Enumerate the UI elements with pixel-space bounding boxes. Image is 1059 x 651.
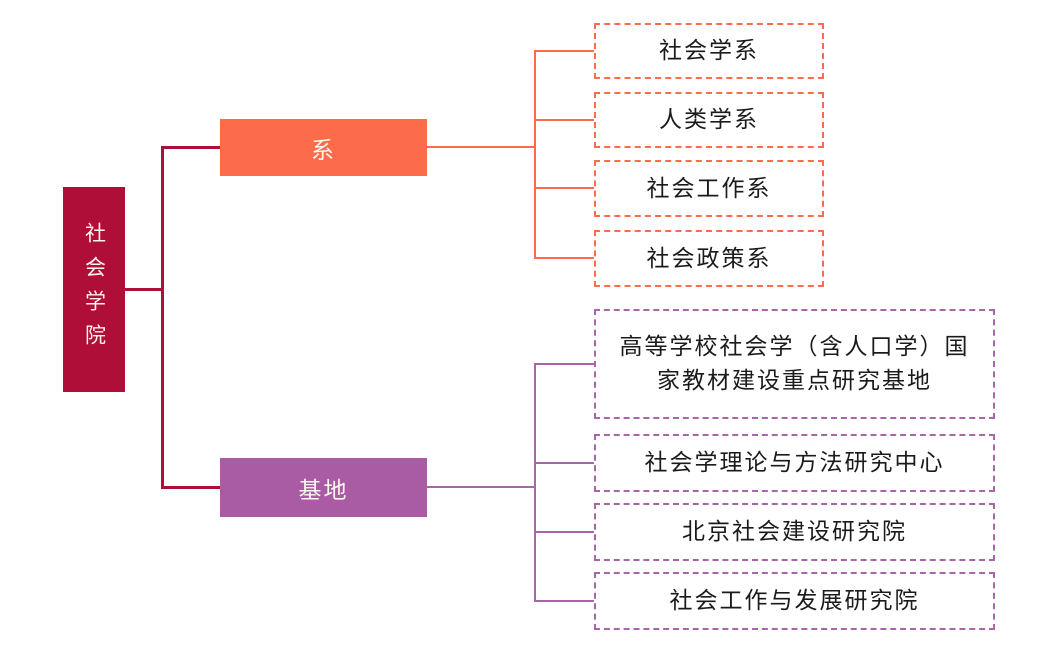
leaf-node-beijing-social-construction-institute: 北京社会建设研究院 xyxy=(594,503,995,561)
connector-bases-leaf-1 xyxy=(534,363,594,365)
branch-node-bases: 基地 xyxy=(220,458,427,517)
leaf-node-social-work-dept: 社会工作系 xyxy=(594,160,824,217)
connector-root-to-departments xyxy=(161,146,220,149)
connector-bases-leaf-2 xyxy=(534,462,594,464)
connector-root-horizontal xyxy=(125,288,162,291)
connector-departments-leaf-4 xyxy=(534,257,594,259)
connector-departments-trunk xyxy=(534,50,536,259)
connector-root-trunk xyxy=(161,146,164,489)
leaf-node-social-policy-dept: 社会政策系 xyxy=(594,230,824,287)
connector-bases-leaf-4 xyxy=(534,600,594,602)
connector-departments-leaf-3 xyxy=(534,187,594,189)
leaf-node-theory-methods-center: 社会学理论与方法研究中心 xyxy=(594,434,995,492)
branch-node-departments: 系 xyxy=(220,119,427,176)
connector-departments-leaf-2 xyxy=(534,119,594,121)
connector-departments-leaf-1 xyxy=(534,50,594,52)
connector-bases-trunk xyxy=(534,363,536,602)
connector-bases-horizontal xyxy=(427,486,534,488)
leaf-node-anthropology-dept: 人类学系 xyxy=(594,92,824,148)
leaf-node-sociology-dept: 社会学系 xyxy=(594,23,824,79)
connector-departments-horizontal xyxy=(427,146,534,148)
root-node: 社会学院 xyxy=(63,187,125,392)
leaf-node-social-work-development-institute: 社会工作与发展研究院 xyxy=(594,572,995,630)
leaf-node-textbook-research-base: 高等学校社会学（含人口学）国 家教材建设重点研究基地 xyxy=(594,309,995,419)
connector-root-to-bases xyxy=(161,486,220,489)
connector-bases-leaf-3 xyxy=(534,531,594,533)
